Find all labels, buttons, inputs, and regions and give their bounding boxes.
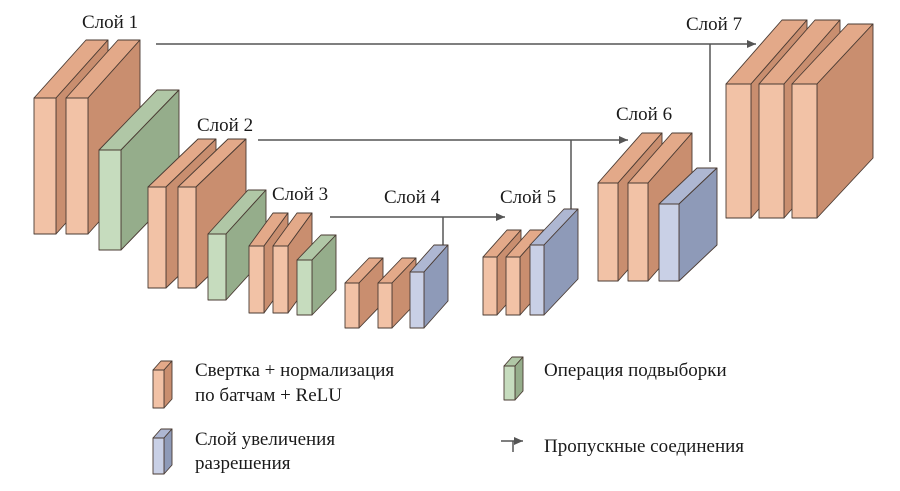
layer-1-conv-a-front bbox=[33, 97, 57, 235]
legend-conv-block bbox=[152, 360, 173, 409]
legend-downsample-block bbox=[503, 356, 524, 401]
legend-upsample-block-front bbox=[152, 437, 165, 475]
layer-5-upsample bbox=[529, 208, 579, 316]
layer-6-conv-b-front bbox=[627, 182, 649, 282]
layer-4-upsample-front bbox=[409, 271, 425, 329]
layer-5-conv-a-front bbox=[482, 256, 498, 316]
legend-downsample-block-front bbox=[503, 365, 516, 401]
legend-upsample-line1: Слой увеличения bbox=[195, 429, 335, 450]
skip-layer-3-to-5-arrowhead bbox=[496, 213, 505, 221]
legend: Свертка + нормализация по батчам + ReLU … bbox=[152, 356, 744, 475]
layer-7-conv-c-front bbox=[791, 83, 818, 219]
layer-6-label: Слой 6 bbox=[616, 104, 672, 125]
legend-skip-symbol bbox=[501, 437, 523, 452]
layer-2-label: Слой 2 bbox=[197, 115, 253, 136]
legend-conv-block-front bbox=[152, 369, 165, 409]
legend-conv-block-side bbox=[163, 360, 173, 409]
layer-blocks bbox=[33, 19, 874, 329]
layer-7-conv-b-front bbox=[758, 83, 785, 219]
legend-conv-line1: Свертка + нормализация bbox=[195, 360, 394, 381]
layer-4-upsample bbox=[409, 244, 449, 329]
layer-4-conv-b bbox=[377, 257, 417, 329]
layer-5-conv-b-front bbox=[505, 256, 521, 316]
layer-1-downsample bbox=[98, 89, 180, 251]
layer-3-conv-a-front bbox=[248, 245, 265, 314]
legend-upsample-line2: разрешения bbox=[195, 453, 291, 474]
layer-6-conv-a-front bbox=[597, 182, 619, 282]
layer-1-conv-b-front bbox=[65, 97, 89, 235]
layer-1-label: Слой 1 bbox=[82, 12, 138, 33]
layer-6-upsample-front bbox=[658, 203, 680, 282]
layer-7-conv-c bbox=[791, 23, 874, 219]
layer-4-conv-a bbox=[344, 257, 384, 329]
legend-downsample-swatch bbox=[503, 356, 524, 401]
layer-1-downsample-front bbox=[98, 149, 122, 251]
layer-7-conv-a-front bbox=[725, 83, 752, 219]
layer-4-conv-b-front bbox=[377, 282, 393, 329]
layer-2-downsample-front bbox=[207, 233, 227, 301]
legend-conv-swatch bbox=[152, 360, 173, 409]
skip-layer-2-to-6-arrowhead bbox=[619, 136, 628, 144]
legend-skip-text: Пропускные соединения bbox=[544, 436, 744, 457]
legend-upsample-swatch bbox=[152, 428, 173, 475]
layer-3-conv-b-front bbox=[272, 245, 289, 314]
skip-connections bbox=[156, 40, 756, 250]
skip-layer-1-to-7-arrowhead bbox=[747, 40, 756, 48]
legend-skip-line-arrowhead bbox=[514, 437, 523, 445]
layer-4-conv-a-front bbox=[344, 282, 360, 329]
layer-2-conv-b-front bbox=[177, 186, 197, 289]
legend-conv-line2: по батчам + ReLU bbox=[195, 385, 342, 406]
layer-3-downsample-front bbox=[296, 259, 313, 316]
legend-upsample-block bbox=[152, 428, 173, 475]
layer-4-label: Слой 4 bbox=[384, 187, 441, 208]
layer-5-label: Слой 5 bbox=[500, 187, 556, 208]
legend-downsample-text: Операция подвыборки bbox=[544, 360, 727, 381]
layer-6-upsample bbox=[658, 167, 718, 282]
layer-3-downsample bbox=[296, 234, 337, 316]
layer-5-upsample-front bbox=[529, 244, 545, 316]
layer-3-label: Слой 3 bbox=[272, 184, 328, 205]
layer-2-downsample bbox=[207, 189, 267, 301]
layer-2-conv-a-front bbox=[147, 186, 167, 289]
layer-7-label: Слой 7 bbox=[686, 14, 742, 35]
